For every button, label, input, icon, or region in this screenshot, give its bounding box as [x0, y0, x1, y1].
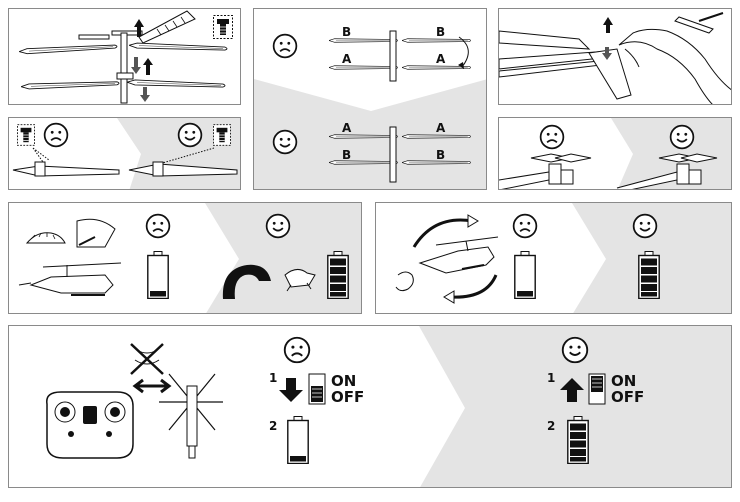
- battery-low-icon: [287, 416, 309, 464]
- rotor-label-bottom-left: A: [342, 52, 352, 66]
- sad-face-icon: [512, 213, 538, 239]
- panel-rotor-orientation: B B A A A A B B: [253, 8, 487, 190]
- switch-on-label-right: ON: [611, 372, 637, 390]
- rear-rotor-illustration: [499, 118, 731, 189]
- tail-assembly-illustration: [499, 12, 731, 104]
- rotor-label-bottom-right: A: [436, 52, 446, 66]
- happy-face-icon: [265, 213, 291, 239]
- step-2-label: 2: [269, 419, 278, 433]
- speed-battery-illustration: [18, 203, 361, 313]
- rotor-label-top-left: B: [342, 25, 352, 39]
- panel-tail-assembly: [498, 8, 732, 105]
- panel-rear-rotor: [498, 117, 732, 190]
- battery-full-icon: [327, 251, 349, 299]
- remote-switch-illustration: [46, 326, 731, 487]
- panel-screw-orientation: [8, 117, 241, 190]
- step-2-label-right: 2: [547, 419, 556, 433]
- sad-face-icon: [272, 33, 298, 59]
- switch-off-label: OFF: [331, 388, 365, 406]
- battery-full-icon: [567, 416, 589, 464]
- rotor-orientation-illustration: [254, 30, 486, 189]
- step-1-label: 1: [269, 371, 278, 385]
- panel-blade-assembly: [8, 8, 241, 105]
- happy-face-icon: [669, 124, 695, 150]
- happy-face-icon: [272, 129, 298, 155]
- rotor-label-bottom-left-2: B: [342, 148, 352, 162]
- screw-orientation-illustration: [12, 118, 240, 189]
- happy-face-icon: [561, 336, 589, 364]
- flight-balance-illustration: [395, 203, 731, 313]
- sad-face-icon: [539, 124, 565, 150]
- switch-on-label: ON: [331, 372, 357, 390]
- battery-low-icon: [147, 251, 169, 299]
- sad-face-icon: [283, 336, 311, 364]
- switch-off-label-right: OFF: [611, 388, 645, 406]
- battery-full-icon: [638, 251, 660, 299]
- battery-low-icon: [514, 251, 536, 299]
- panel-remote-switch: 1 ON OFF 2 1 ON OFF 2: [8, 325, 732, 488]
- sad-face-icon: [145, 213, 171, 239]
- rotor-label-top-left-2: A: [342, 121, 352, 135]
- rotor-label-top-right: B: [436, 25, 446, 39]
- rotor-label-bottom-right-2: B: [436, 148, 446, 162]
- sad-face-icon: [43, 122, 69, 148]
- happy-face-icon: [177, 122, 203, 148]
- panel-speed-battery: [8, 202, 362, 314]
- rotor-label-top-right-2: A: [436, 121, 446, 135]
- panel-flight-balance: [375, 202, 732, 314]
- happy-face-icon: [632, 213, 658, 239]
- blade-assembly-illustration: [18, 10, 233, 104]
- step-1-label-right: 1: [547, 371, 556, 385]
